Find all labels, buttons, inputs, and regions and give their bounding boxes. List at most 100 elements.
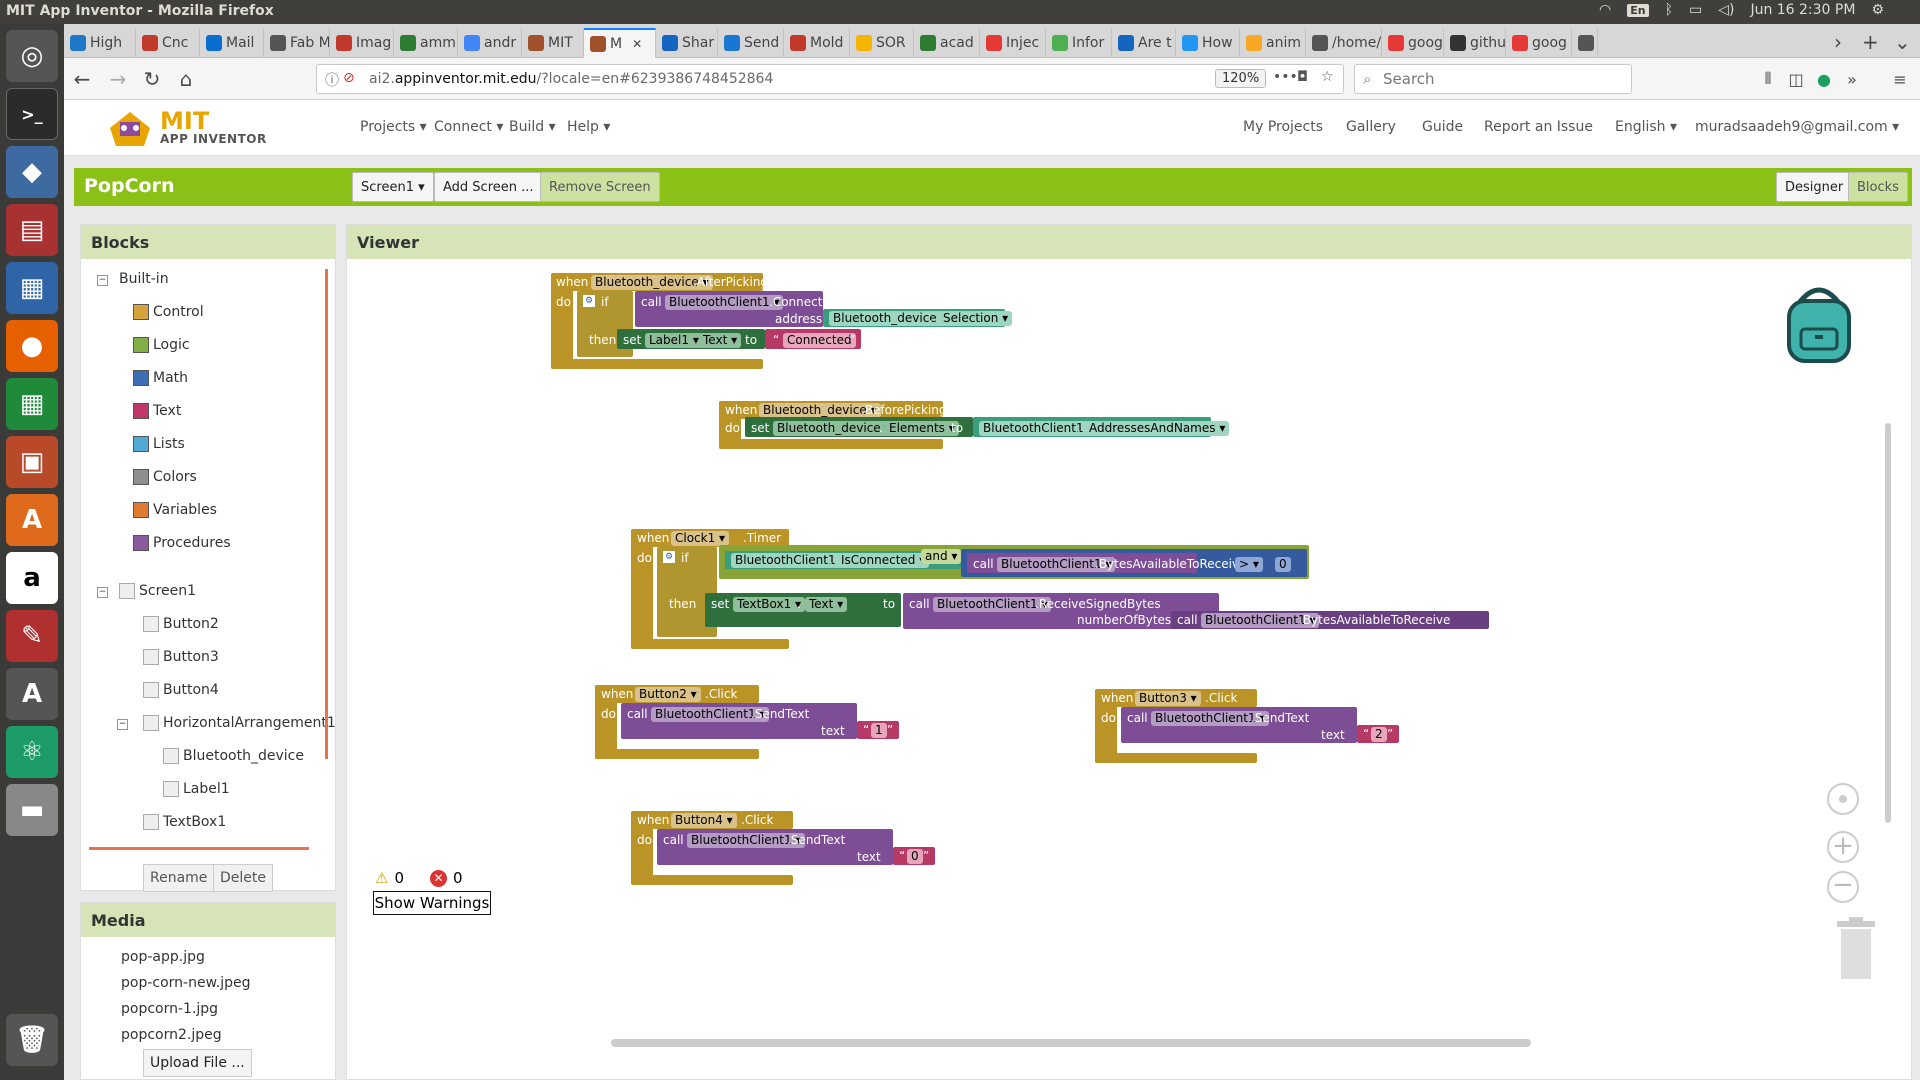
menu-build[interactable]: Build ▾ <box>509 119 556 135</box>
tree-scrollbar[interactable] <box>325 269 328 759</box>
builtin-text[interactable]: Text <box>133 403 181 419</box>
browser-tab[interactable]: Shar <box>656 28 718 58</box>
trashcan-icon[interactable] <box>1835 917 1877 981</box>
firefox-icon[interactable]: ● <box>6 320 58 372</box>
collapse-screen1-icon[interactable]: − <box>97 587 108 598</box>
home-icon[interactable]: ⌂ <box>179 67 193 91</box>
builtin-colors[interactable]: Colors <box>133 469 197 485</box>
tree-hscrollbar[interactable] <box>89 847 309 850</box>
app-3d-icon[interactable]: ◆ <box>6 146 58 198</box>
browser-tab[interactable]: M✕ <box>584 28 656 58</box>
browser-tab[interactable]: amm <box>394 28 458 58</box>
browser-tab[interactable]: Are t <box>1112 28 1176 58</box>
search-input[interactable]: ⌕Search <box>1354 64 1632 94</box>
new-tab-icon[interactable]: + <box>1862 30 1879 54</box>
browser-tab[interactable]: /home/ <box>1306 28 1382 58</box>
designer-button[interactable]: Designer <box>1776 172 1853 202</box>
backpack-icon[interactable] <box>1779 281 1859 365</box>
url-bar[interactable]: ⓘ ⊘ ai2.appinventor.mit.edu/?locale=en#6… <box>316 64 1344 94</box>
mutator-gear-icon[interactable]: ⚙ <box>583 295 595 307</box>
menu-my-projects[interactable]: My Projects <box>1243 119 1324 135</box>
recenter-icon[interactable] <box>1827 783 1859 815</box>
reload-icon[interactable]: ↻ <box>143 67 161 91</box>
browser-tab[interactable]: goog <box>1506 28 1572 58</box>
menu-connect[interactable]: Connect ▾ <box>434 119 504 135</box>
tab-scroll-right-icon[interactable]: › <box>1834 30 1842 54</box>
grammarly-icon[interactable]: ● <box>1817 69 1831 89</box>
menu-help[interactable]: Help ▾ <box>567 119 611 135</box>
browser-tab[interactable]: Infor <box>1046 28 1112 58</box>
upload-file-button[interactable]: Upload File ... <box>143 1049 252 1077</box>
impress-icon[interactable]: ▣ <box>6 436 58 488</box>
browser-tab[interactable]: MIT <box>522 28 584 58</box>
media-file[interactable]: pop-corn-new.jpeg <box>121 975 251 991</box>
settings-tools-icon[interactable]: ✎ <box>6 610 58 662</box>
insecure-icon[interactable]: ⊘ <box>343 70 355 86</box>
builtin-control[interactable]: Control <box>133 304 204 320</box>
dash-icon[interactable]: ◎ <box>6 30 58 82</box>
tree-button3[interactable]: Button3 <box>143 649 219 665</box>
browser-tab[interactable]: SOR <box>850 28 914 58</box>
remove-screen-button[interactable]: Remove Screen <box>540 172 660 202</box>
menu-language[interactable]: English ▾ <box>1615 119 1678 135</box>
tree-horizontal-arrangement[interactable]: HorizontalArrangement1 <box>143 715 336 731</box>
browser-tab[interactable]: goog <box>1382 28 1444 58</box>
delete-button[interactable]: Delete <box>213 864 273 892</box>
browser-tab[interactable]: Mold <box>784 28 850 58</box>
tree-textbox1[interactable]: TextBox1 <box>143 814 226 830</box>
amazon-icon[interactable]: a <box>6 552 58 604</box>
menu-report-issue[interactable]: Report an Issue <box>1484 119 1593 135</box>
tree-builtin[interactable]: Built-in <box>119 271 169 287</box>
tree-screen1[interactable]: Screen1 <box>119 583 196 599</box>
writer-icon[interactable]: ▦ <box>6 262 58 314</box>
menu-gallery[interactable]: Gallery <box>1346 119 1396 135</box>
browser-tab[interactable]: acad <box>914 28 980 58</box>
wifi-icon[interactable]: ◠ <box>1598 2 1612 18</box>
browser-tab[interactable]: andr <box>458 28 522 58</box>
browser-tab[interactable]: High <box>64 28 136 58</box>
terminal-icon[interactable]: >_ <box>6 88 58 140</box>
browser-tab[interactable]: Send <box>718 28 784 58</box>
atom-icon[interactable]: ⚛ <box>6 726 58 778</box>
collapse-harrangement-icon[interactable]: − <box>117 719 128 730</box>
browser-tab[interactable]: anim <box>1240 28 1306 58</box>
info-icon[interactable]: ⓘ <box>325 73 339 89</box>
browser-tab[interactable]: h <box>1572 28 1598 58</box>
settings-gear-icon[interactable]: ⚙ <box>1871 2 1884 18</box>
sidebar-icon[interactable]: ◫ <box>1788 69 1804 89</box>
media-file[interactable]: popcorn-1.jpg <box>121 1001 219 1017</box>
clock[interactable]: Jun 16 2:30 PM <box>1750 2 1856 18</box>
overflow-icon[interactable]: » <box>1847 69 1857 89</box>
mutator-gear-icon[interactable]: ⚙ <box>663 551 675 563</box>
bookmark-star-icon[interactable]: ☆ <box>1321 69 1334 85</box>
volume-icon[interactable]: ◁) <box>1718 2 1735 18</box>
media-file[interactable]: popcorn2.jpeg <box>121 1027 222 1043</box>
builtin-variables[interactable]: Variables <box>133 502 217 518</box>
collapse-builtin-icon[interactable]: − <box>97 275 108 286</box>
builtin-lists[interactable]: Lists <box>133 436 185 452</box>
menu-account[interactable]: muradsaadeh9@gmail.com ▾ <box>1695 119 1900 135</box>
tree-button2[interactable]: Button2 <box>143 616 219 632</box>
builtin-math[interactable]: Math <box>133 370 188 386</box>
tabs-dropdown-icon[interactable]: ⌄ <box>1894 30 1911 54</box>
pocket-icon[interactable]: ◘ <box>1297 69 1309 85</box>
drive-icon[interactable]: ▬ <box>6 784 58 836</box>
more-icon[interactable]: ••• <box>1273 69 1298 85</box>
browser-tab[interactable]: Imag <box>330 28 394 58</box>
builtin-procedures[interactable]: Procedures <box>133 535 231 551</box>
forward-icon[interactable]: → <box>109 67 127 91</box>
media-file[interactable]: pop-app.jpg <box>121 949 205 965</box>
browser-tab[interactable]: How <box>1176 28 1240 58</box>
hamburger-menu-icon[interactable]: ≡ <box>1893 69 1907 89</box>
component-dropdown[interactable]: Bluetooth_device ▾ <box>591 275 713 290</box>
workspace-hscrollbar[interactable] <box>611 1039 1531 1047</box>
back-icon[interactable]: ← <box>73 67 91 91</box>
workspace-vscrollbar[interactable] <box>1885 423 1891 823</box>
tree-button4[interactable]: Button4 <box>143 682 219 698</box>
updater-icon[interactable]: A <box>6 668 58 720</box>
browser-tab[interactable]: Cnc <box>136 28 200 58</box>
tree-label1[interactable]: Label1 <box>163 781 230 797</box>
calc-icon[interactable]: ▦ <box>6 378 58 430</box>
builtin-logic[interactable]: Logic <box>133 337 190 353</box>
